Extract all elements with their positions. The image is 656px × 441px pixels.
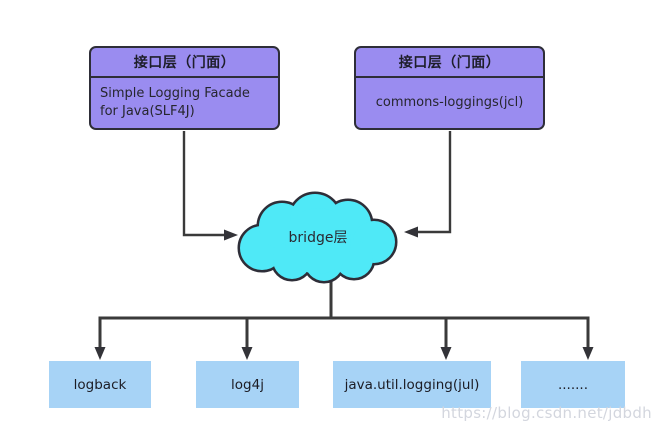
csdn-watermark: https://blog.csdn.net/jdbdh [441, 404, 652, 422]
arrowhead-right-icon [224, 229, 238, 241]
bridge-layer-label: bridge层 [288, 230, 348, 246]
arrowhead-left-icon [404, 226, 418, 238]
facade-box-jcl: 接口层（门面） commons-loggings(jcl) [354, 46, 545, 130]
arrowhead-down-icon [582, 347, 594, 360]
facade-body-jcl: commons-loggings(jcl) [375, 95, 524, 111]
facade-header: 接口层（门面） [91, 48, 278, 78]
impl-box-logback: logback [49, 361, 151, 408]
impl-box-others: ....... [521, 361, 625, 408]
bridge-cloud-icon [237, 191, 398, 284]
connector-jcl-to-bridge [418, 131, 452, 234]
facade-box-slf4j: 接口层（门面） Simple Logging Facade for Java(S… [89, 46, 280, 130]
arrowhead-down-icon [440, 347, 452, 360]
connector-distribution-bar [98, 316, 590, 349]
facade-body-slf4j: Simple Logging Facade for Java(SLF4J) [100, 86, 250, 119]
arrowhead-down-icon [94, 347, 106, 360]
impl-box-jul: java.util.logging(jul) [333, 361, 491, 408]
arrowhead-down-icon [241, 347, 253, 360]
connector-slf4j-to-bridge [182, 131, 224, 237]
impl-box-log4j: log4j [196, 361, 299, 408]
facade-header: 接口层（门面） [356, 48, 543, 78]
